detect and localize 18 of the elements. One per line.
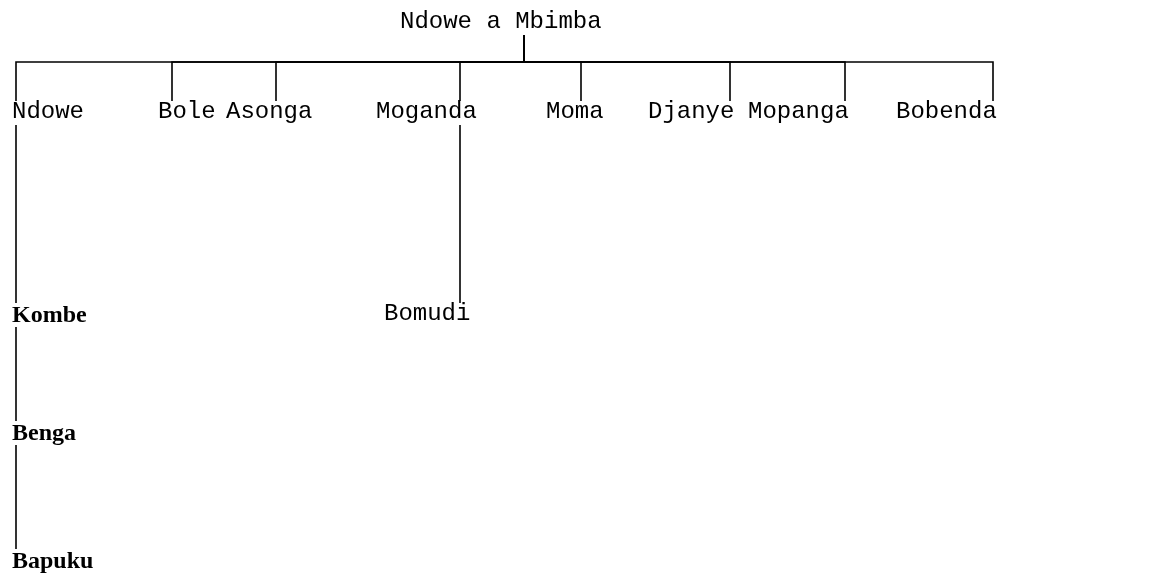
node-label: Kombe — [12, 300, 87, 328]
connector-line — [523, 34, 994, 102]
node-label: Ndowe — [12, 98, 84, 126]
node-label: Moma — [546, 98, 604, 126]
node-label: Bomudi — [384, 300, 471, 328]
node-label: Bobenda — [896, 98, 997, 126]
node-label: Benga — [12, 418, 76, 446]
connector-line — [15, 124, 17, 304]
connector-line — [15, 444, 17, 550]
connector-line — [15, 326, 17, 422]
connector-line — [459, 124, 461, 304]
node-label: Ndowe a Mbimba — [400, 8, 602, 36]
node-label: Moganda — [376, 98, 477, 126]
node-label: Bole — [158, 98, 216, 126]
node-label: Asonga — [226, 98, 313, 126]
node-label: Bapuku — [12, 546, 94, 574]
node-label: Mopanga — [748, 98, 849, 126]
node-label: Djanye — [648, 98, 735, 126]
